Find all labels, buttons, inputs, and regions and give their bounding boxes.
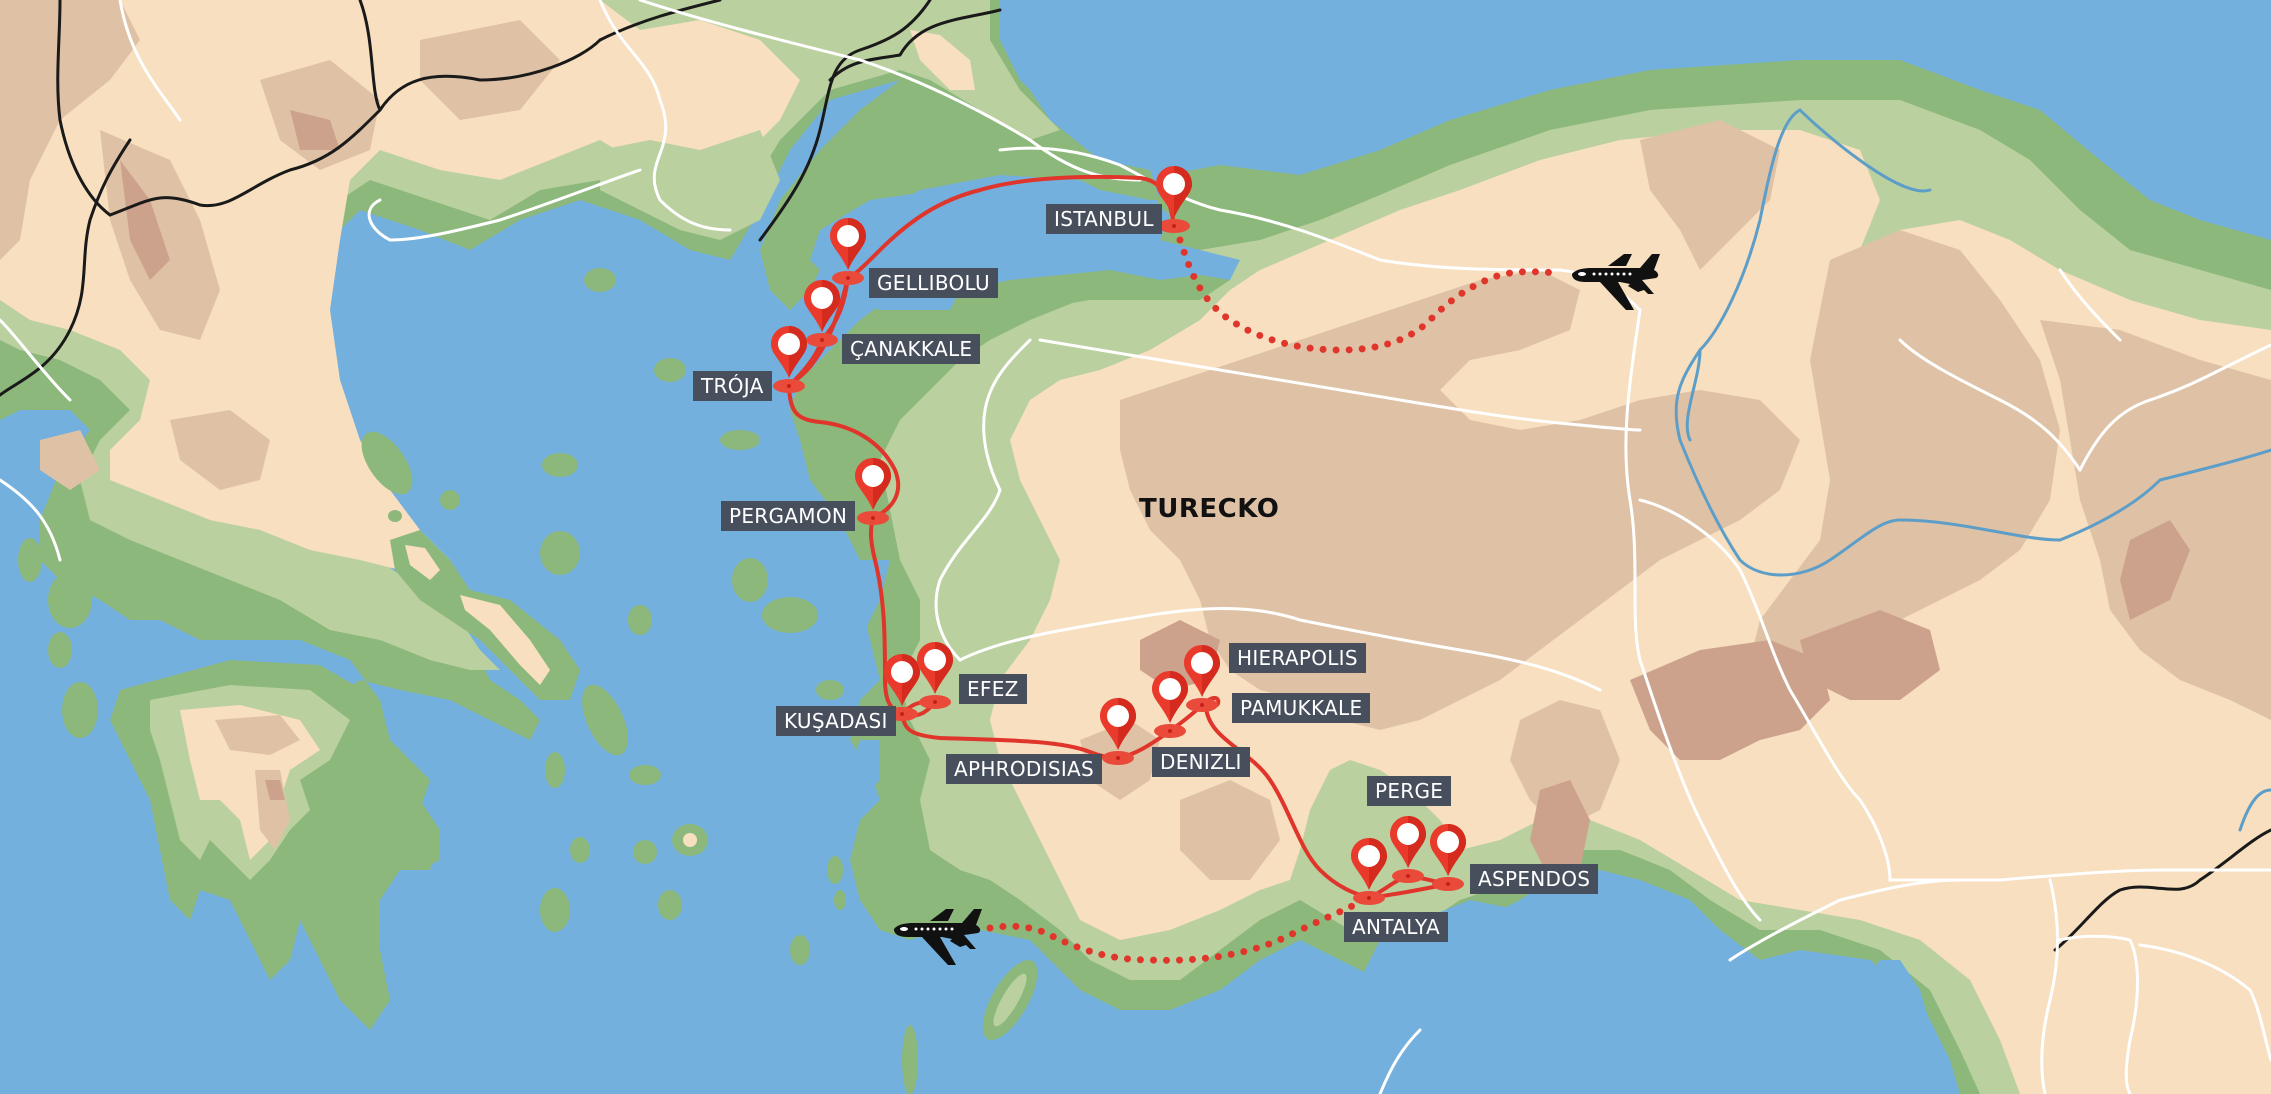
stop-dot-perge[interactable]	[1391, 868, 1425, 884]
anatolia-tan-5	[1510, 700, 1620, 830]
peloponnese-peak	[265, 780, 285, 800]
stop-dot-canakkale[interactable]	[805, 332, 839, 348]
city-label-kusadasi[interactable]: KUŞADASI	[776, 706, 896, 736]
anatolia-tan-4	[2040, 320, 2271, 720]
map-pin-icon[interactable]	[1182, 643, 1222, 699]
map-pin-icon[interactable]	[802, 278, 842, 334]
map-pin-icon[interactable]	[1154, 164, 1194, 220]
country-label: TURECKO	[1139, 494, 1280, 524]
thrace-west	[600, 130, 780, 240]
thrace-west-cream	[600, 40, 720, 130]
stop-dot-aphrodisias[interactable]	[1101, 750, 1135, 766]
city-label-pamukkale[interactable]: PAMUKKALE	[1232, 693, 1371, 723]
anatolia-tan-1	[1120, 270, 1800, 730]
rivers	[1674, 108, 2271, 832]
map-pin-icon[interactable]	[1428, 822, 1468, 878]
greece-tan-4	[420, 20, 560, 120]
city-label-troja[interactable]: TRÓJA	[693, 371, 772, 401]
city-label-antalya[interactable]: ANTALYA	[1344, 912, 1448, 942]
greece-tan-5	[170, 410, 270, 490]
city-label-gellibolu[interactable]: GELLIBOLU	[869, 268, 998, 298]
map-pin-icon[interactable]	[882, 652, 922, 708]
aegean-islands	[18, 268, 1038, 1094]
map-pin-icon[interactable]	[1388, 814, 1428, 870]
anatolia-tan-6	[1180, 780, 1280, 880]
stop-dot-pergamon[interactable]	[856, 510, 890, 526]
city-label-aspendos[interactable]: ASPENDOS	[1470, 864, 1599, 894]
city-label-denizli[interactable]: DENIZLI	[1152, 747, 1250, 777]
thrace	[760, 0, 1160, 310]
city-label-pergamon[interactable]: PERGAMON	[721, 501, 856, 531]
anatolia-peak-2	[1800, 610, 1940, 700]
stop-dot-troja[interactable]	[772, 378, 806, 394]
greece-tan-6	[40, 430, 100, 490]
city-label-canakkale[interactable]: ÇANAKKALE	[842, 334, 981, 364]
country-borders	[0, 0, 2271, 952]
departure-flight-path	[1176, 236, 1564, 354]
airplane-icon	[894, 909, 982, 965]
flight-paths	[986, 236, 1564, 964]
map-pin-icon[interactable]	[915, 640, 955, 696]
city-label-istanbul[interactable]: ISTANBUL	[1046, 204, 1162, 234]
gulf-of-antalya	[1330, 900, 1740, 1094]
map-pin-icon[interactable]	[853, 456, 893, 512]
black-sea	[1000, 0, 2271, 240]
evia-cream	[405, 545, 550, 685]
map-pin-icon[interactable]	[1150, 669, 1190, 725]
stop-dot-efez[interactable]	[918, 694, 952, 710]
anatolia-peak-4	[1530, 780, 1590, 880]
city-label-hierapolis[interactable]: HIERAPOLIS	[1229, 643, 1366, 673]
stop-dot-hierapolis[interactable]	[1185, 697, 1219, 713]
map-pin-icon[interactable]	[1349, 836, 1389, 892]
marmara-coast	[950, 270, 1230, 315]
gulf-east	[1800, 960, 1945, 1094]
thrace-cream	[910, 30, 975, 90]
map-pin-icon[interactable]	[1098, 696, 1138, 752]
aegean-bay-2	[850, 740, 880, 800]
anatolia-tan-2	[1640, 120, 1780, 270]
map-pin-icon[interactable]	[828, 216, 868, 272]
stop-dot-aspendos[interactable]	[1431, 876, 1465, 892]
airplane-icon	[1572, 254, 1660, 310]
peloponnese-tan	[215, 715, 300, 755]
stop-dot-antalya[interactable]	[1352, 890, 1386, 906]
stop-dot-istanbul[interactable]	[1157, 218, 1191, 234]
greece-tan-3	[260, 60, 380, 170]
stop-dot-denizli[interactable]	[1153, 723, 1187, 739]
city-label-perge[interactable]: PERGE	[1367, 776, 1452, 806]
city-label-aphrodisias[interactable]: APHRODISIAS	[946, 754, 1102, 784]
greece-peak-1	[120, 160, 170, 280]
stop-dot-gellibolu[interactable]	[831, 270, 865, 286]
greece-tan	[0, 0, 140, 260]
anatolia-tan-3	[1750, 230, 2060, 680]
anatolia-peak-3	[2120, 520, 2190, 620]
map-pin-icon[interactable]	[769, 324, 809, 380]
greece-peak-2	[290, 110, 340, 150]
city-label-efez[interactable]: EFEZ	[959, 674, 1027, 704]
